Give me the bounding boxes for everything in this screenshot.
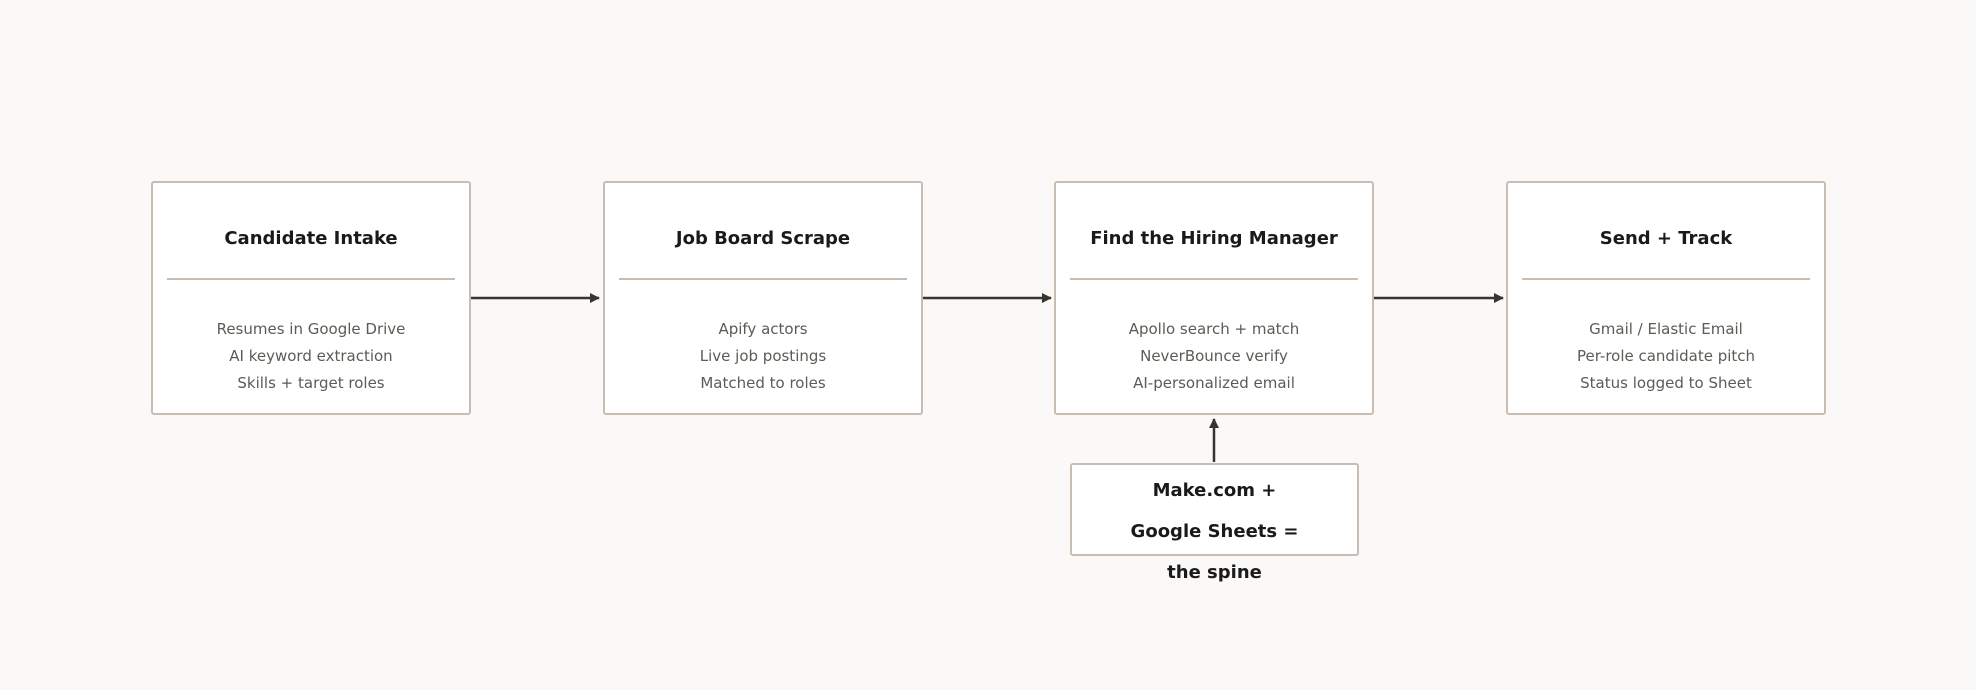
stage-detail-item: Matched to roles xyxy=(700,374,826,392)
stage-detail-item: NeverBounce verify xyxy=(1140,347,1288,365)
spine-text-line: the spine xyxy=(1167,562,1262,583)
stage-detail-item: Apollo search + match xyxy=(1128,320,1300,338)
stage-detail-list: Gmail / Elastic Email Per-role candidate… xyxy=(1508,320,1824,402)
stage-detail-list: Resumes in Google Drive AI keyword extra… xyxy=(153,320,469,402)
stage-detail-list: Apify actors Live job postings Matched t… xyxy=(605,320,921,402)
stage-box-job-board-scrape: Job Board Scrape Apify actors Live job p… xyxy=(603,181,923,415)
stage-box-find-hiring-manager: Find the Hiring Manager Apollo search + … xyxy=(1054,181,1374,415)
stage-detail-item: Skills + target roles xyxy=(237,374,385,392)
stage-detail-item: Gmail / Elastic Email xyxy=(1589,320,1743,338)
stage-box-candidate-intake: Candidate Intake Resumes in Google Drive… xyxy=(151,181,471,415)
stage-divider xyxy=(167,278,455,280)
stage-divider xyxy=(1070,278,1358,280)
stage-title: Send + Track xyxy=(1599,228,1733,249)
stage-divider xyxy=(1522,278,1810,280)
stage-detail-item: AI keyword extraction xyxy=(229,347,393,365)
stage-box-send-track: Send + Track Gmail / Elastic Email Per-r… xyxy=(1506,181,1826,415)
spine-text-line: Google Sheets = xyxy=(1130,521,1299,542)
stage-title: Candidate Intake xyxy=(224,228,398,249)
spine-text-line: Make.com + xyxy=(1152,480,1277,501)
stage-title: Find the Hiring Manager xyxy=(1090,228,1338,249)
stage-detail-item: Live job postings xyxy=(699,347,827,365)
stage-title: Job Board Scrape xyxy=(675,228,851,249)
stage-detail-list: Apollo search + match NeverBounce verify… xyxy=(1056,320,1372,402)
stage-detail-item: Status logged to Sheet xyxy=(1580,374,1752,392)
spine-text: Make.com + Google Sheets = the spine xyxy=(1072,470,1357,593)
stage-divider xyxy=(619,278,907,280)
stage-detail-item: AI-personalized email xyxy=(1133,374,1295,392)
stage-detail-item: Apify actors xyxy=(718,320,808,338)
stage-detail-item: Resumes in Google Drive xyxy=(216,320,406,338)
spine-box: Make.com + Google Sheets = the spine xyxy=(1070,463,1359,583)
stage-detail-item: Per-role candidate pitch xyxy=(1576,347,1756,365)
